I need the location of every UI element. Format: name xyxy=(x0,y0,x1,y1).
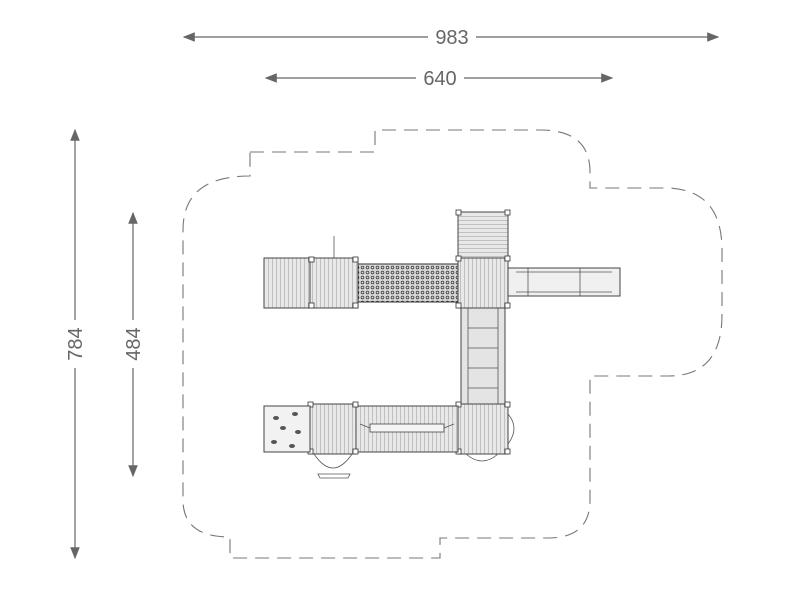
dimension-play-width: 640 xyxy=(264,66,614,90)
safety-zone-boundary xyxy=(182,129,723,559)
crawl-tunnel xyxy=(460,307,506,405)
central-tower-deck xyxy=(455,255,511,309)
dimension-label-play-depth: 484 xyxy=(123,327,145,360)
top-tower-roof xyxy=(455,209,511,259)
dimension-overall-depth: 784 xyxy=(62,128,88,560)
dimension-label-overall-width: 983 xyxy=(435,27,468,49)
lower-left-deck xyxy=(307,401,359,479)
dimension-play-depth: 484 xyxy=(120,211,146,478)
slide xyxy=(507,267,621,297)
climbing-wall xyxy=(263,405,311,453)
net-bridge xyxy=(357,263,459,303)
dimension-label-overall-depth: 784 xyxy=(65,327,87,360)
dimension-overall-width: 983 xyxy=(182,25,720,49)
lower-tower-deck xyxy=(455,401,515,462)
lower-bridge xyxy=(355,405,459,453)
dimension-label-play-width: 640 xyxy=(423,68,456,90)
upper-left-deck xyxy=(263,236,359,309)
